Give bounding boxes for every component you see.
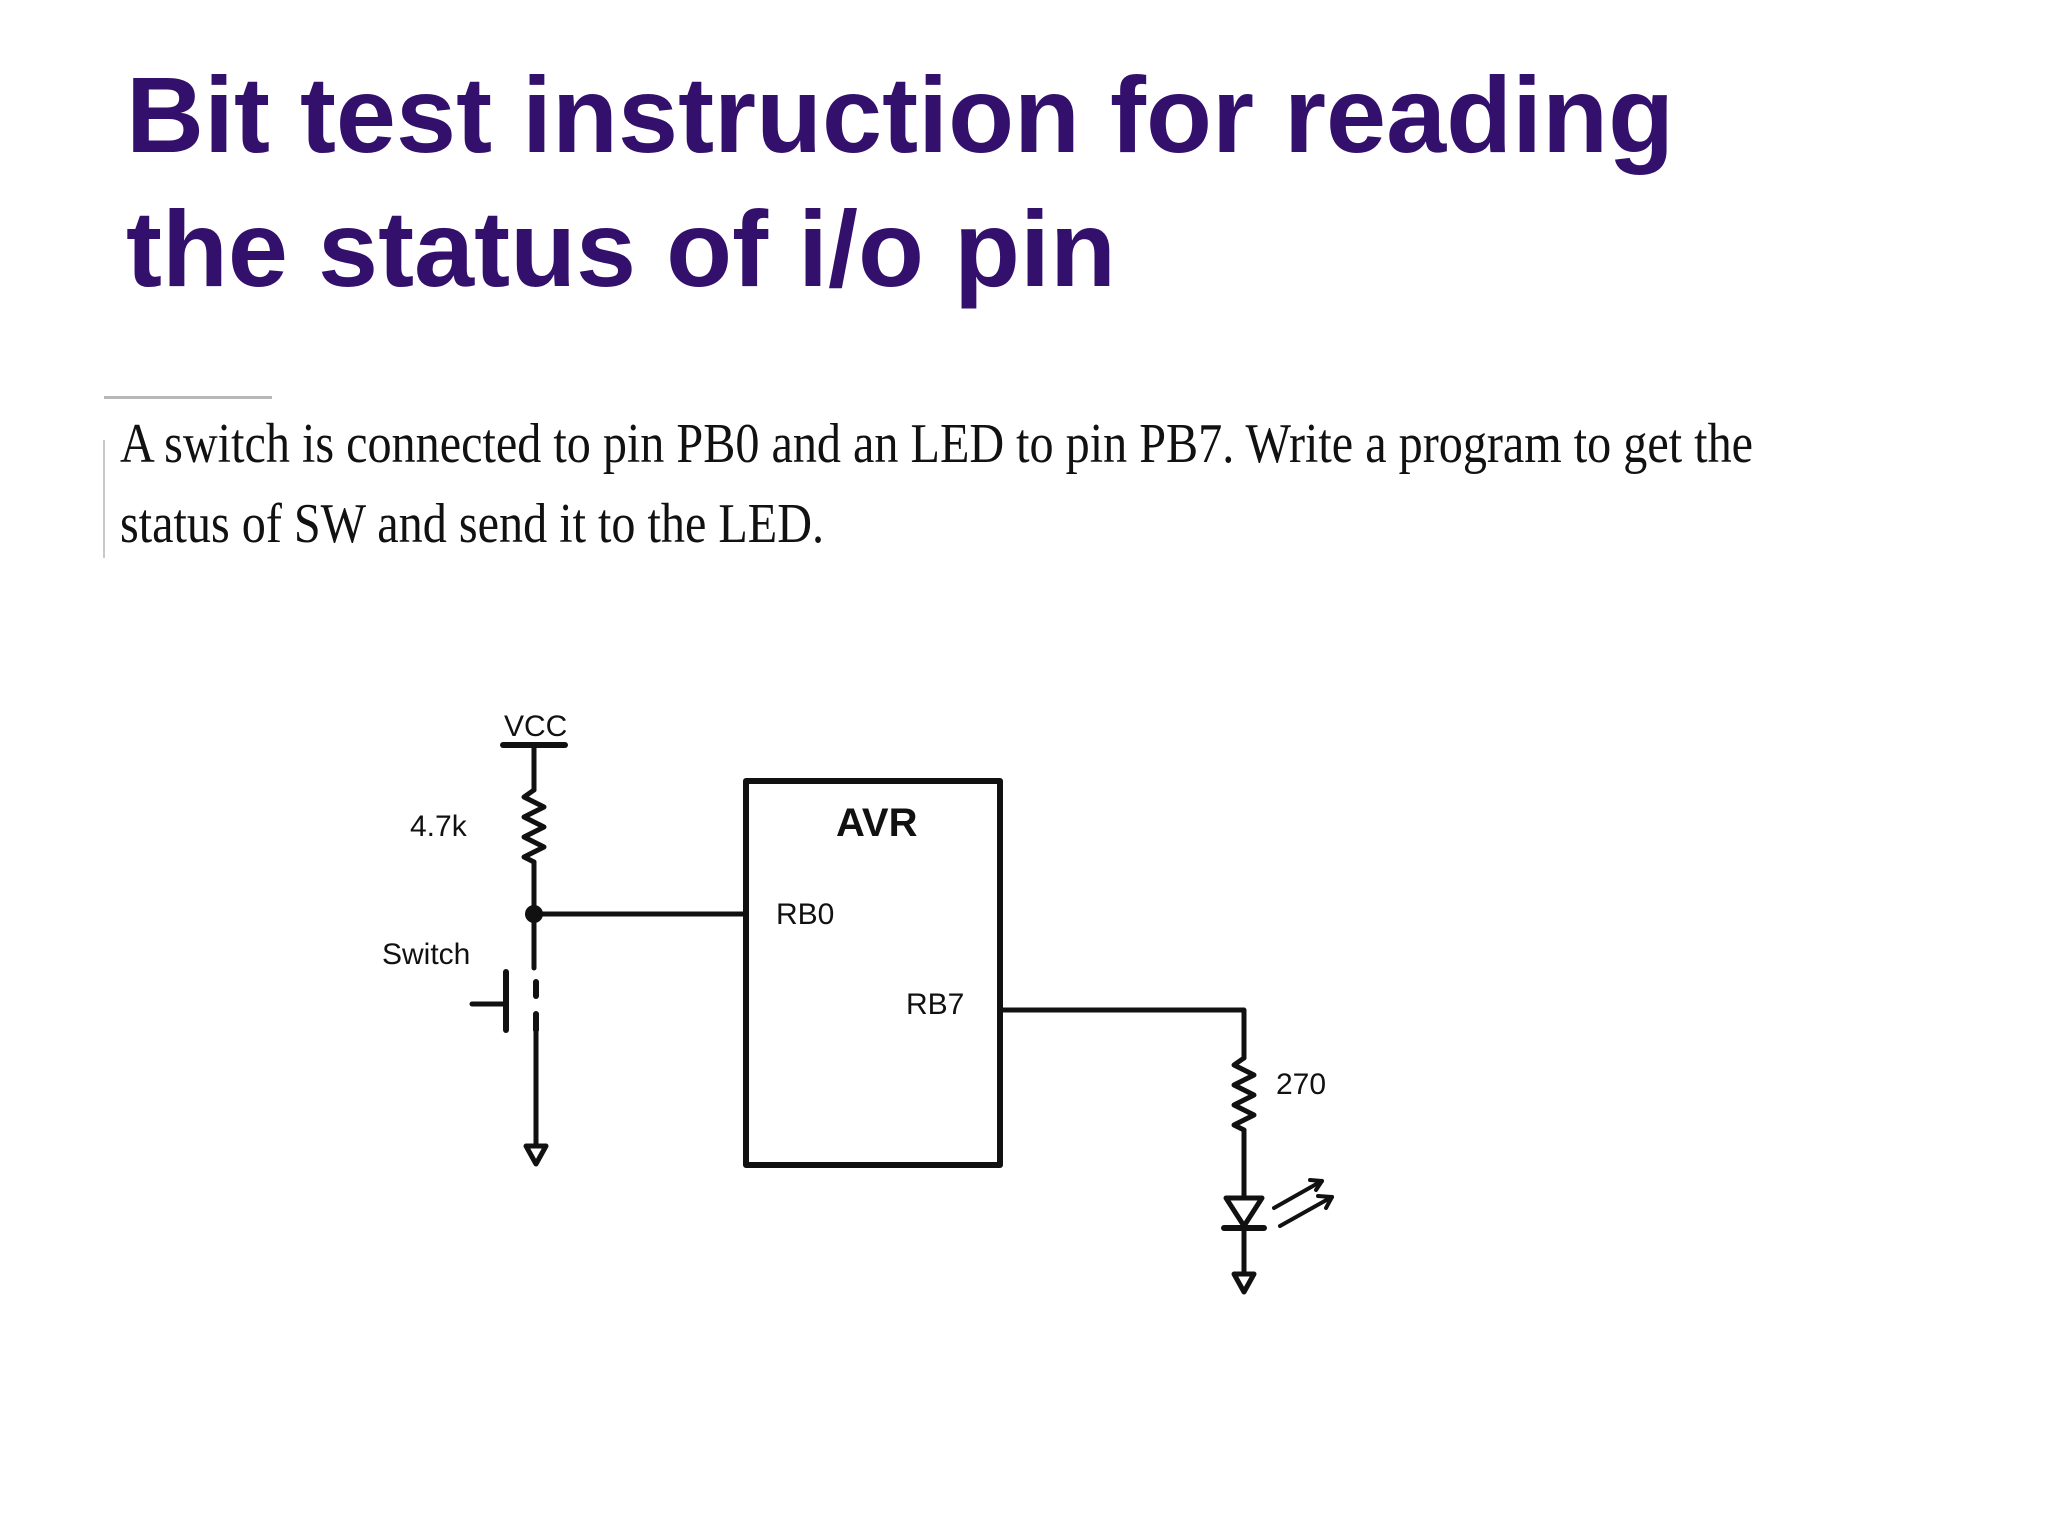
- problem-statement: A switch is connected to pin PB0 and an …: [120, 404, 1754, 564]
- slide-title-line-2: the status of i/o pin: [126, 188, 1116, 309]
- scan-border-left: [103, 440, 105, 558]
- led-ground-icon: [1231, 1271, 1257, 1295]
- pullup-resistor-label: 4.7k: [410, 810, 468, 843]
- slide-title: Bit test instruction for reading the sta…: [126, 48, 1926, 316]
- problem-line-2: status of SW and send it to the LED.: [120, 493, 825, 555]
- problem-line-1: A switch is connected to pin PB0 and an …: [120, 413, 1754, 475]
- pin-rb7-label: RB7: [906, 988, 964, 1021]
- pin-rb0-label: RB0: [776, 898, 834, 931]
- pullup-resistor-symbol: [521, 787, 547, 865]
- wire-rb7: [997, 1007, 1247, 1061]
- led-resistor-symbol: [1231, 1055, 1257, 1133]
- led-resistor-label: 270: [1276, 1068, 1326, 1101]
- switch-ground-icon: [523, 1143, 549, 1167]
- led-light-arrows-icon: [1272, 1178, 1334, 1228]
- slide-title-line-1: Bit test instruction for reading: [126, 54, 1675, 175]
- switch-label: Switch: [382, 938, 470, 971]
- vcc-supply-symbol: [500, 742, 568, 793]
- vcc-label: VCC: [504, 710, 567, 743]
- scan-border-top: [104, 396, 272, 399]
- switch-symbol: [469, 911, 539, 1149]
- avr-chip-body: [743, 778, 1003, 1168]
- led-symbol: [1221, 1195, 1267, 1275]
- avr-chip-label: AVR: [836, 801, 918, 845]
